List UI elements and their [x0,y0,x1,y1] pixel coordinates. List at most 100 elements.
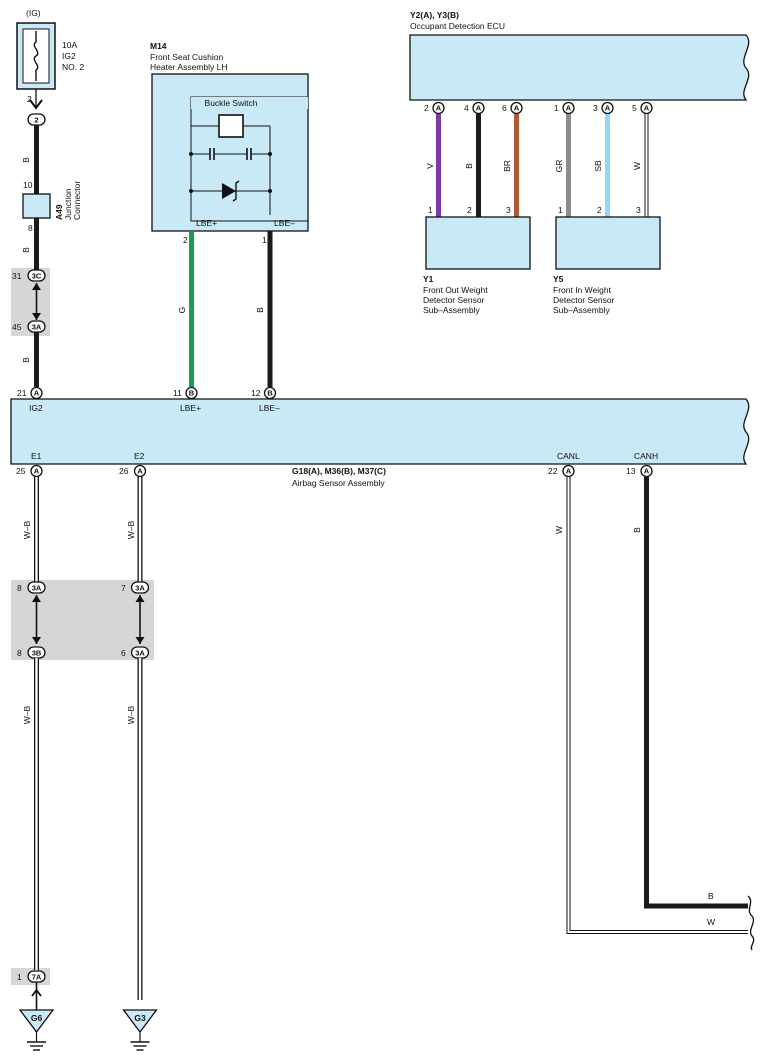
ecu-pin-1: 2 A [424,101,445,115]
splice-top-connector-2-label: 3A [32,323,42,332]
svg-text:13: 13 [626,466,636,476]
airbag-pin-canh: 13 A [626,464,653,478]
sensor-out-name-3: Sub–Assembly [423,305,480,315]
svg-text:26: 26 [119,466,129,476]
ecu-pin-4: 1 A [554,101,575,115]
ecu-pin-2: 4 A [464,101,485,115]
heater-name-1: Front Seat Cushion [150,52,224,62]
sensor-in-name-1: Front In Weight [553,285,612,295]
ground-g6-label: G6 [31,1013,43,1023]
splice-bottom-right-top-label: 3A [135,584,145,593]
junction-pin-top: 10 [23,180,33,190]
wire-w-canl [566,477,748,934]
ig-label: (IG) [26,8,41,18]
svg-text:A: A [476,104,482,113]
svg-text:22: 22 [548,466,558,476]
continuation-break-icon [747,895,755,951]
svg-text:A: A [137,467,143,476]
ground-g6-icon [18,1009,55,1034]
heater-pin-plus-label: LBE+ [196,218,217,228]
wire-color-v: V [425,163,435,169]
sensor-out-name-2: Detector Sensor [423,295,485,305]
splice-bottom-left-bottom-label: 3B [32,649,42,658]
splice-top-connector-1 [27,269,46,282]
fuse-icon [33,31,39,81]
airbag-pin-lbe-minus: 12 B [251,386,277,400]
svg-text:1: 1 [554,103,559,113]
sensor-out-pin-1: 1 [428,205,433,215]
svg-text:A: A [644,467,650,476]
airbag-label-e2: E2 [134,451,145,461]
can-out-w-label: W [707,917,715,927]
junction-pin-bottom: 8 [28,223,33,233]
svg-text:B: B [189,389,195,398]
svg-text:A: A [605,104,611,113]
wire-color-wb-2: W–B [126,520,136,539]
airbag-name: Airbag Sensor Assembly [292,478,385,488]
fuse-terminal-arrow [29,99,43,110]
svg-text:A: A [644,104,650,113]
svg-text:A: A [436,104,442,113]
wire-color-b-ecu: B [464,163,474,169]
wire-color-g: G [177,307,187,314]
wire-color-b-canh: B [632,527,642,533]
wire-color-gr: GR [554,160,564,173]
wire-color-wb-1: W–B [22,520,32,539]
svg-text:21: 21 [17,388,27,398]
fuse-name: IG2 [62,51,76,61]
svg-text:4: 4 [464,103,469,113]
sensor-out-name-1: Front Out Weight [423,285,488,295]
splice-bottom-left-bottom-pin: 8 [17,648,22,658]
airbag-pin-canl: 22 A [548,464,575,478]
fuse-no: NO. 2 [62,62,84,72]
sensor-in-pin-2: 2 [597,205,602,215]
junction-name-2: Connector [72,181,82,220]
splice-top-connector-1-label: 3C [32,272,42,281]
svg-text:A: A [566,104,572,113]
airbag-id: G18(A), M36(B), M37(C) [292,466,386,476]
svg-text:A: A [34,467,40,476]
fuse-pin: 2 [27,94,32,104]
splice-bottom-left-top [27,581,46,594]
wire-color-b-2: B [21,247,31,253]
airbag-label-lbe-minus: LBE– [259,403,280,413]
ground-g3-icon [122,1009,158,1034]
wire-color-wb-4: W–B [126,705,136,724]
svg-text:A: A [566,467,572,476]
ground-pin: 1 [17,972,22,982]
heater-id: M14 [150,41,167,51]
sensor-out-pin-3: 3 [506,205,511,215]
svg-text:B: B [267,389,273,398]
sensor-in-box [555,216,661,270]
wire-color-br: BR [502,160,512,172]
svg-text:A: A [514,104,520,113]
can-out-b-label: B [708,891,714,901]
airbag-pin-lbe-plus: 11 B [173,386,198,400]
airbag-label-ig2: IG2 [29,403,43,413]
airbag-sensor-box [10,398,750,465]
heater-name-2: Heater Assembly LH [150,62,227,72]
ecu-name: Occupant Detection ECU [410,21,505,31]
fuse-pin-connector-label: 2 [34,116,38,125]
svg-text:12: 12 [251,388,261,398]
svg-text:3: 3 [593,103,598,113]
wire-color-wb-3: W–B [22,705,32,724]
zener-diode-icon [222,183,236,199]
ground-g3-label: G3 [134,1013,146,1023]
heater-pin-minus-label: LBE– [274,218,295,228]
ecu-pin-6: 5 A [632,101,653,115]
airbag-pin-ig2: 21 A [17,386,43,400]
airbag-label-canl: CANL [557,451,580,461]
splice-bottom-right-top-pin: 7 [121,583,126,593]
airbag-label-canh: CANH [634,451,658,461]
ecu-pin-3: 6 A [502,101,523,115]
sensor-out-box [425,216,531,270]
svg-text:6: 6 [502,103,507,113]
airbag-label-lbe-plus: LBE+ [180,403,201,413]
heater-pin-plus: 2 [183,235,188,245]
wire-color-sb: SB [593,160,603,172]
airbag-pin-e1: 25 A [16,464,43,478]
splice-bottom-right-bottom-label: 3A [135,649,145,658]
splice-bottom-left-top-label: 3A [32,584,42,593]
